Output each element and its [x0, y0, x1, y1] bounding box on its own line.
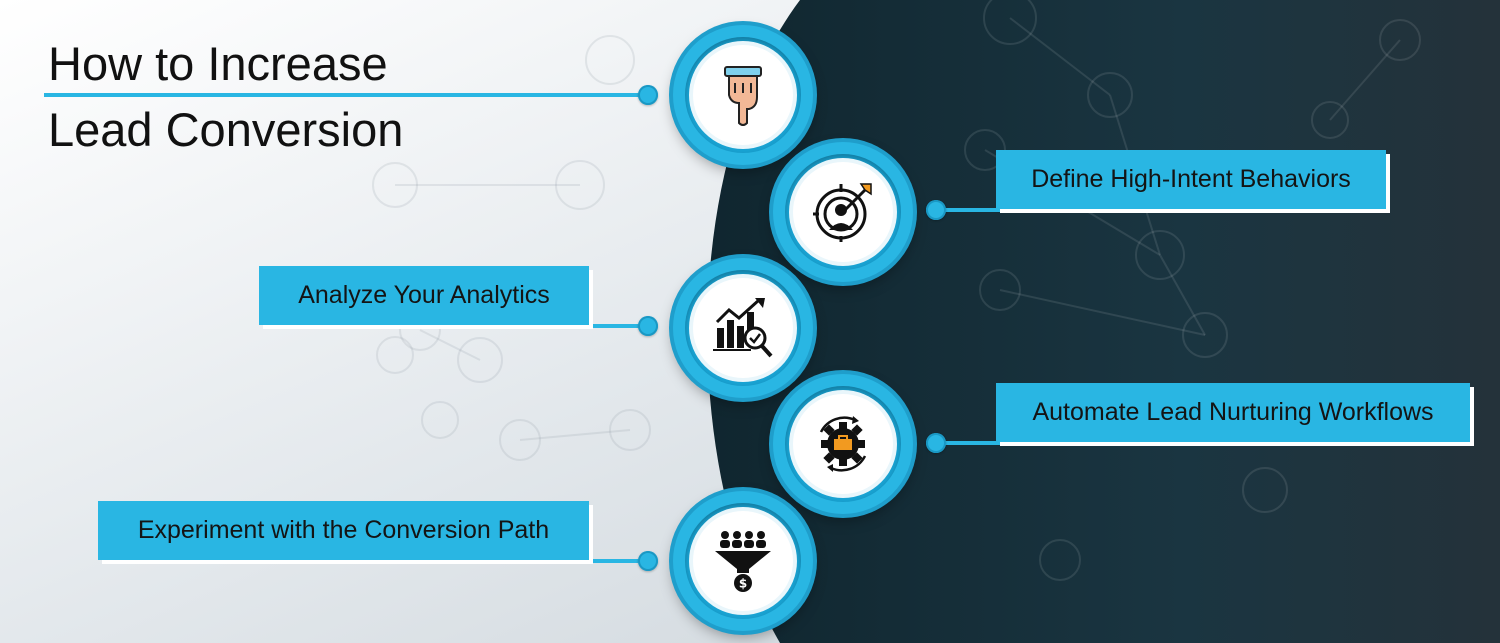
step-4-connector-dot	[926, 433, 946, 453]
title-connector-dot	[638, 85, 658, 105]
step-3-circle	[673, 258, 813, 398]
funnel-icon: $	[711, 529, 775, 593]
step-5-label: Experiment with the Conversion Path	[137, 516, 550, 544]
pointing-hand-icon	[713, 63, 773, 127]
page-title-line-1: How to Increase	[48, 37, 388, 90]
step-1-circle	[673, 25, 813, 165]
step-4-connector-line	[940, 441, 1000, 445]
step-5-connector-dot	[638, 551, 658, 571]
step-5-circle: $	[673, 491, 813, 631]
step-4-circle	[773, 374, 913, 514]
step-3-connector-line	[588, 324, 654, 328]
step-3-label: Analyze Your Analytics	[298, 281, 550, 309]
step-3-label-box: Analyze Your Analytics	[259, 266, 589, 325]
step-4-label-box: Automate Lead Nurturing Workflows	[996, 383, 1470, 442]
step-5-connector-line	[588, 559, 654, 563]
target-icon	[811, 180, 875, 244]
analytics-chart-icon	[711, 296, 775, 360]
step-4-label: Automate Lead Nurturing Workflows	[1032, 398, 1434, 426]
step-2-connector-line	[940, 208, 1000, 212]
step-2-label: Define High-Intent Behaviors	[1031, 165, 1351, 193]
step-2-circle	[773, 142, 913, 282]
title-connector-line	[44, 93, 644, 97]
page-title-line-2: Lead Conversion	[48, 103, 404, 156]
gear-cycle-icon	[811, 412, 875, 476]
step-2-label-box: Define High-Intent Behaviors	[996, 150, 1386, 209]
step-5-label-box: Experiment with the Conversion Path	[98, 501, 589, 560]
svg-text:$: $	[739, 577, 747, 591]
step-3-connector-dot	[638, 316, 658, 336]
step-2-connector-dot	[926, 200, 946, 220]
